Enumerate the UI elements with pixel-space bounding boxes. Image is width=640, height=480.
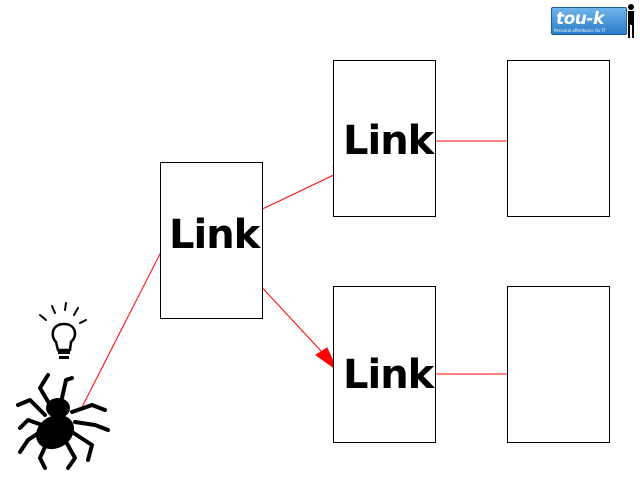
logo-tagline: Personal affordance for IT (554, 28, 606, 33)
link-top-box[interactable]: Link (333, 60, 436, 217)
person-icon (628, 4, 634, 38)
link-center-label: Link (169, 212, 260, 258)
link-center-box[interactable]: Link (160, 162, 263, 319)
logo: tou-k Personal affordance for IT (551, 7, 627, 35)
link-top-label: Link (343, 118, 434, 164)
edge-link-to-top (249, 171, 341, 216)
lightbulb-icon (39, 302, 87, 359)
link-bottom-label: Link (343, 352, 434, 398)
arrowhead-bottom (315, 347, 339, 372)
page-bottom-right-box[interactable] (507, 286, 610, 443)
edges (81, 134, 560, 408)
logo-text: tou-k (556, 9, 604, 29)
link-bottom-box[interactable]: Link (333, 286, 436, 443)
page-top-right-box[interactable] (507, 60, 610, 217)
edge-spider-to-link (81, 249, 163, 408)
spider-icon (16, 373, 110, 470)
